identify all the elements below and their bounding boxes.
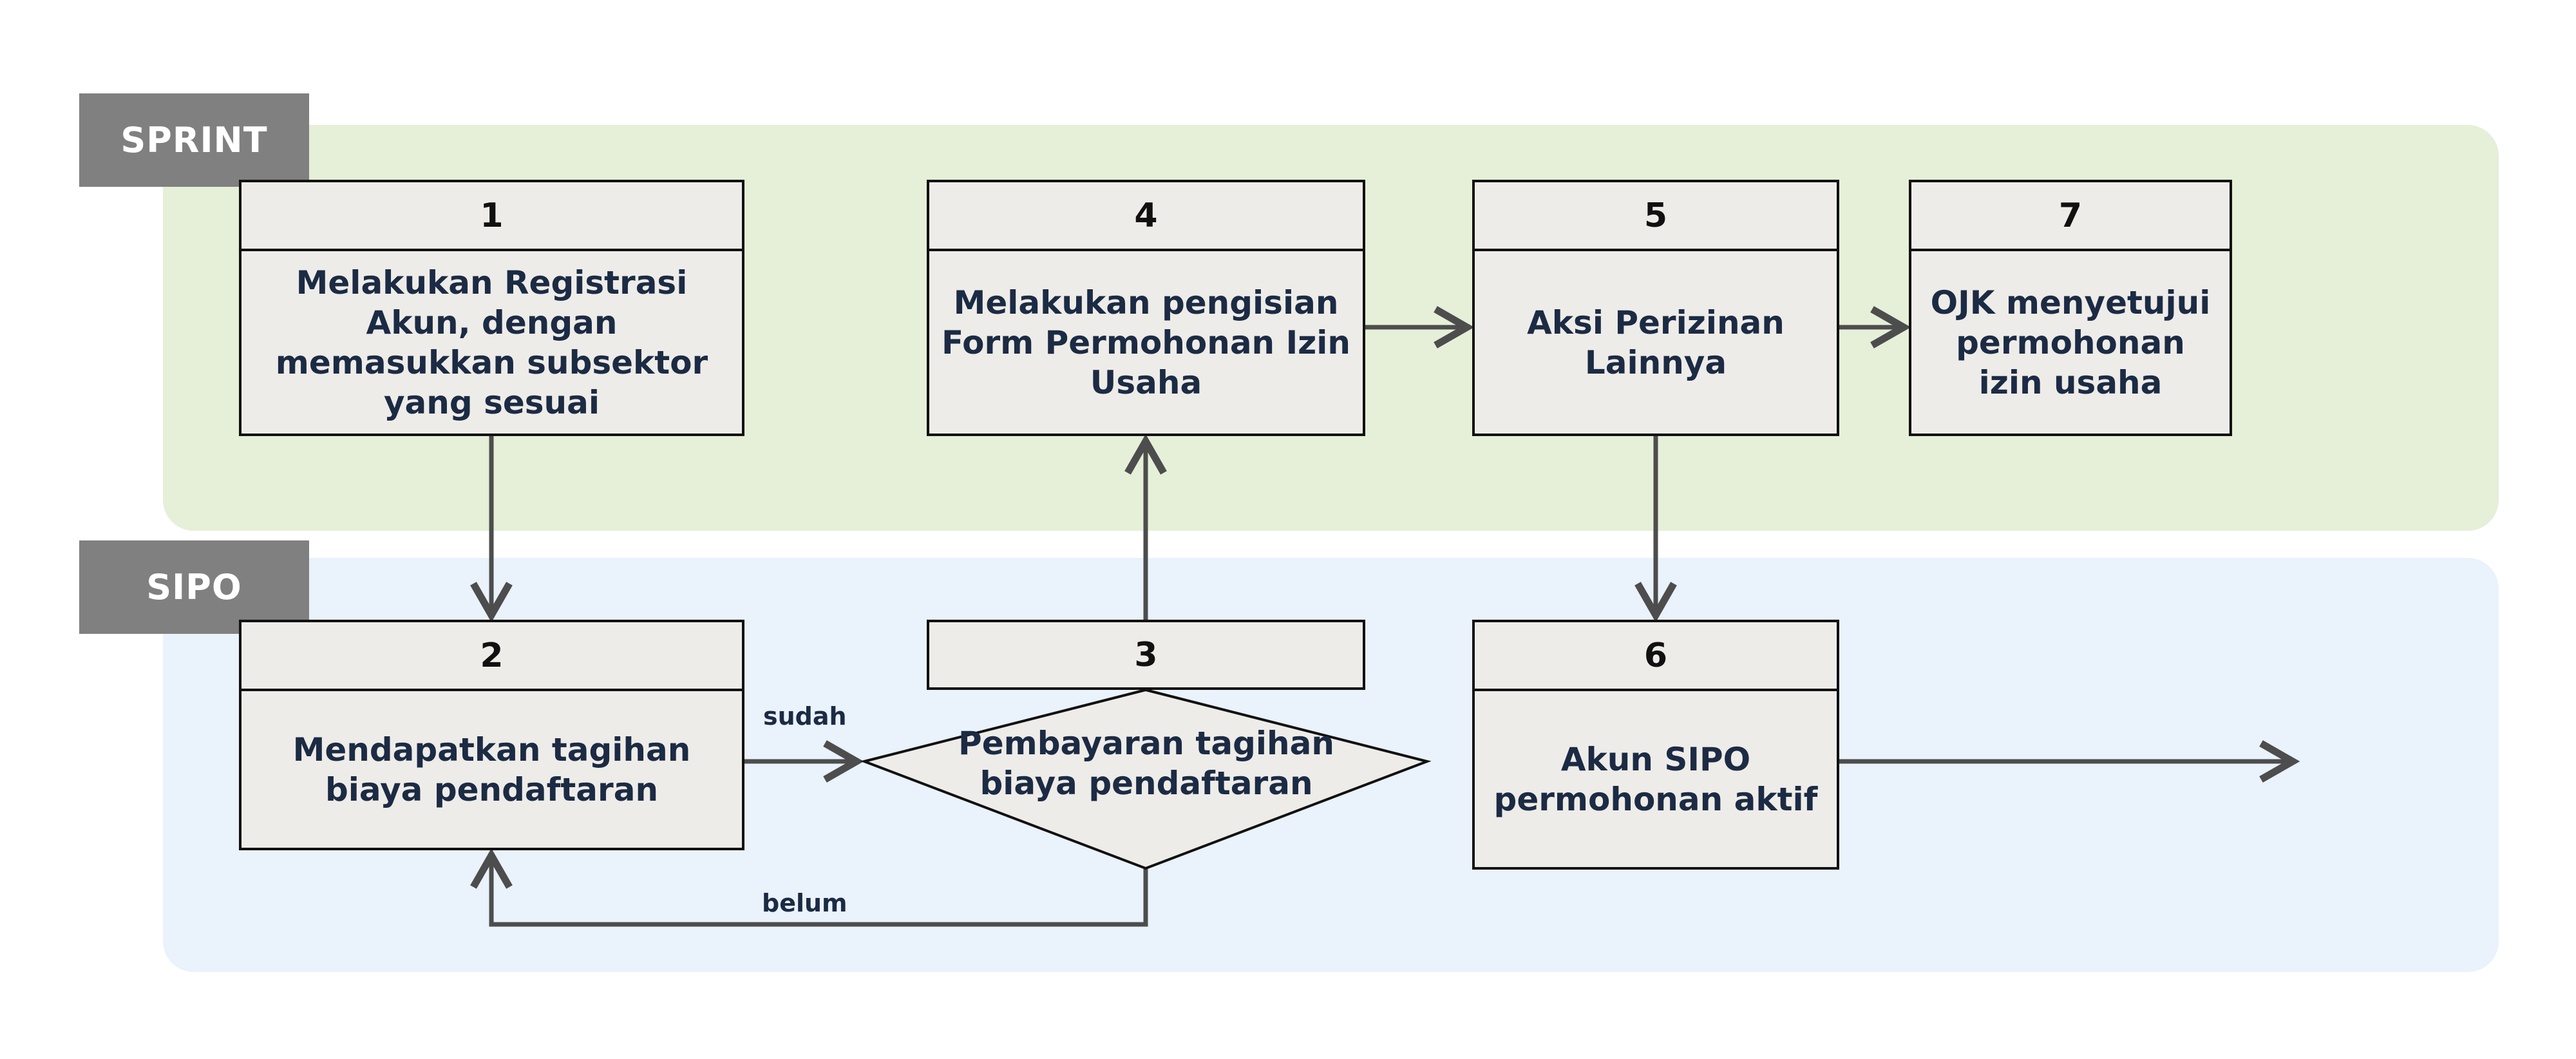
step-1-label: Melakukan Registrasi Akun, dengan memasu…: [275, 263, 708, 421]
step-6-number: 6: [1475, 622, 1837, 691]
step-6-box: 6 Akun SIPO permohonan aktif: [1472, 620, 1839, 870]
decision-diamond: [860, 688, 1432, 870]
step-7-label: OJK menyetujui permohonan izin usaha: [1930, 283, 2211, 401]
edge-label-belum: belum: [762, 889, 848, 917]
arrow-3-to-2-belum: [470, 848, 1148, 927]
step-4-box: 4 Melakukan pengisian Form Permohonan Iz…: [927, 180, 1365, 436]
step-2-number: 2: [242, 622, 742, 691]
step-1-box: 1 Melakukan Registrasi Akun, dengan mema…: [239, 180, 744, 436]
edge-label-sudah: sudah: [763, 702, 847, 730]
step-3-label: Pembayaran tagihan biaya pendaftaran: [958, 725, 1334, 802]
step-6-label: Akun SIPO permohonan aktif: [1493, 740, 1818, 818]
step-3-number: 3: [927, 620, 1365, 690]
step-2-box: 2 Mendapatkan tagihan biaya pendaftaran: [239, 620, 744, 850]
lane-tag-sipo: SIPO: [79, 540, 309, 634]
step-7-number: 7: [1911, 182, 2230, 251]
step-2-label: Mendapatkan tagihan biaya pendaftaran: [292, 730, 691, 808]
step-5-label: Aksi Perizinan Lainnya: [1527, 303, 1785, 381]
step-1-number: 1: [242, 182, 742, 251]
step-5-number: 5: [1475, 182, 1837, 251]
step-4-label: Melakukan pengisian Form Permohonan Izin…: [941, 283, 1351, 401]
step-7-box: 7 OJK menyetujui permohonan izin usaha: [1909, 180, 2232, 436]
step-4-number: 4: [929, 182, 1363, 251]
lane-tag-sprint: SPRINT: [79, 93, 309, 187]
step-5-box: 5 Aksi Perizinan Lainnya: [1472, 180, 1839, 436]
